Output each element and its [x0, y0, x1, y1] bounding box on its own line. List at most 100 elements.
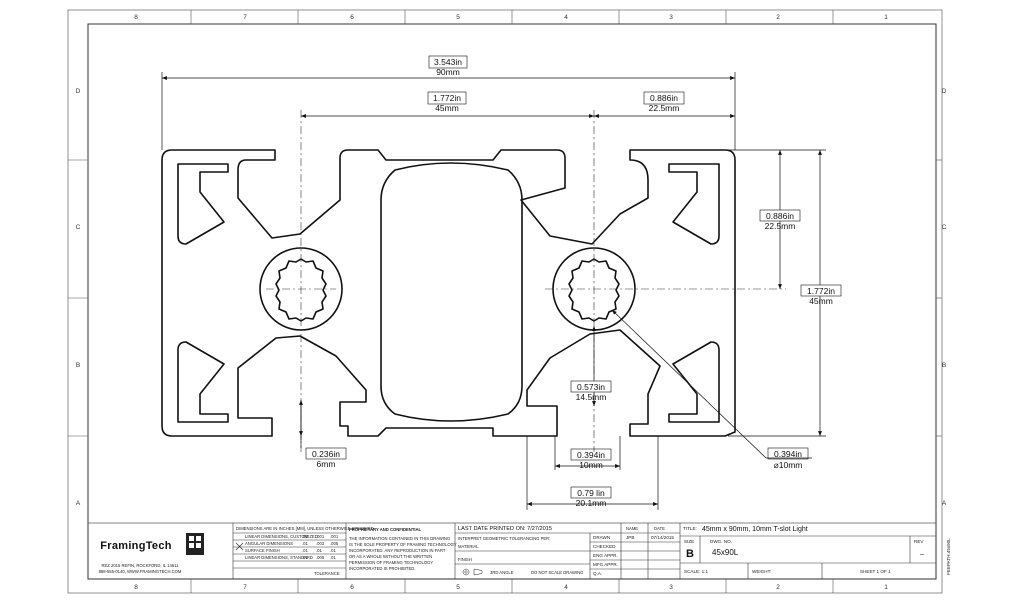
dim-overall-width-mm: 90mm — [436, 67, 460, 77]
tolerance-value: .005 — [330, 541, 339, 546]
zone-col-label: 1 — [884, 584, 888, 591]
tolerance-table: DIMENSIONS ARE IN INCHES [MM], UNLESS OT… — [235, 526, 374, 576]
dimension-lines — [161, 72, 826, 510]
zone-col-label: 5 — [456, 14, 460, 21]
finish-label: FINISH — [458, 557, 472, 562]
tolerance-value: .01 — [302, 548, 308, 553]
zone-col-label: 2 — [776, 584, 780, 591]
drawn-name: JPB — [626, 535, 634, 540]
drawn-date: 07/14/2015 — [651, 535, 674, 540]
dim-half-width-in: 0.886in — [650, 93, 678, 103]
proprietary-line: IS THE SOLE PROPERTY OF FRAMING TECHNOLO… — [349, 542, 457, 547]
zone-col-label: 3 — [669, 14, 673, 21]
side-file-label: FEEPATH.45x90L — [946, 538, 951, 575]
tolerance-value: .01 — [302, 534, 308, 539]
name-column-label: NAME — [626, 526, 638, 531]
zone-col-label: 4 — [564, 14, 568, 21]
proprietary-line: PERMISSION OF FRAMING TECHNOLOGY — [349, 560, 433, 565]
zone-col-label: 8 — [134, 584, 138, 591]
zone-row-label: B — [942, 362, 946, 369]
zone-row-label: D — [942, 88, 947, 95]
company-logo: FramingTech REZ 2015 REFIN, ROCKFORD, IL… — [99, 533, 204, 574]
dim-slot-depth-in: 0.573in — [577, 382, 605, 392]
zone-row-label: B — [76, 362, 80, 369]
title-label: TITLE: — [683, 526, 697, 531]
interpret-note: INTERPRET GEOMETRIC TOLERANCING PER: — [458, 536, 550, 541]
dim-slot-width-mm: 20.1mm — [576, 498, 607, 508]
profile-outer-contour — [161, 149, 736, 437]
zone-row-label: A — [942, 500, 947, 507]
eng-approval-label: ENG APPR. — [593, 553, 618, 558]
revision: – — [920, 551, 924, 558]
tolerance-row-label: LINEAR DIMENSIONS, CUSTOMIZED — [245, 534, 318, 539]
zone-col-label: 3 — [669, 584, 673, 591]
proprietary-line: THE INFORMATION CONTAINED IN THIS DRAWIN… — [349, 536, 450, 541]
zone-labels: 8 7 6 5 4 3 2 1 8 7 6 5 4 3 2 1 D C B A … — [76, 14, 947, 591]
tolerance-value: .005 — [316, 555, 325, 560]
corner-slot-bottom-left — [177, 341, 229, 423]
zone-row-label: C — [76, 224, 81, 231]
zone-row-label: D — [76, 88, 81, 95]
size-label: SIZE — [684, 539, 694, 544]
qa-label: Q.A. — [593, 571, 602, 576]
corner-slot-top-left — [177, 163, 229, 245]
outer-frame — [67, 9, 943, 594]
dim-center-spacing-in: 1.772in — [433, 93, 461, 103]
cross-mark-icon — [235, 542, 244, 551]
tolerance-note: TOLERANCE — [314, 571, 340, 576]
zone-col-label: 2 — [776, 14, 780, 21]
dim-slot-opening-in: 0.394in — [577, 450, 605, 460]
corner-slot-bottom-right — [668, 341, 720, 423]
tolerance-value: .01 — [302, 541, 308, 546]
proprietary-notice: PROPRIETARY AND CONFIDENTIAL THE INFORMA… — [349, 527, 457, 571]
zone-ticks — [68, 10, 942, 593]
projection-symbol-icon — [462, 568, 470, 576]
drawn-label: DRAWN — [593, 535, 610, 540]
proprietary-line: OR AS A WHOLE WITHOUT THE WRITTEN — [349, 554, 432, 559]
center-hollow — [380, 162, 523, 422]
mfg-approval-label: MFG APPR. — [593, 562, 618, 567]
tolerance-row-label: LINEAR DIMENSIONS, STANDARD — [245, 555, 313, 560]
dim-lip-thickness-mm: 6mm — [317, 459, 336, 469]
dim-slot-opening-mm: 10mm — [579, 460, 603, 470]
tolerance-value: .01 — [330, 548, 336, 553]
no-scale-note: DO NOT SCALE DRAWING — [531, 570, 583, 575]
sheet-size: B — [686, 548, 694, 560]
tolerance-value: .01 — [330, 555, 336, 560]
proprietary-title: PROPRIETARY AND CONFIDENTIAL — [349, 527, 422, 532]
dim-lip-thickness-in: 0.236in — [312, 449, 340, 459]
company-address: REZ 2015 REFIN, ROCKFORD, IL 14611 — [101, 563, 179, 568]
rev-label: REV — [914, 539, 924, 544]
zone-row-label: A — [76, 500, 81, 507]
dim-half-height-mm: 22.5mm — [765, 221, 796, 231]
dim-half-height-in: 0.886in — [766, 211, 794, 221]
dim-bore-diameter-in: 0.394in — [774, 449, 802, 459]
tolerance-row-label: SURFACE FINISH — [245, 548, 280, 553]
dwg-no-label: DWG. NO. — [710, 539, 732, 544]
approvals-table: NAME DATE DRAWN JPB 07/14/2015 CHECKED E… — [593, 526, 674, 576]
proprietary-line: INCORPORATED IS PROHIBITED. — [349, 566, 415, 571]
dimension-labels: 3.543in 90mm 1.772in 45mm 0.886in 22.5mm… — [305, 55, 842, 508]
tolerance-value: .003 — [316, 541, 325, 546]
company-contact: 888-555-0140, WWW.FRAMINGTECH.COM — [99, 569, 182, 574]
zone-row-label: C — [942, 224, 947, 231]
zone-col-label: 4 — [564, 584, 568, 591]
checked-label: CHECKED — [593, 544, 616, 549]
date-column-label: DATE — [654, 526, 665, 531]
centerlines — [266, 110, 786, 452]
zone-col-label: 7 — [243, 14, 247, 21]
dim-overall-width-in: 3.543in — [434, 57, 462, 67]
zone-col-label: 5 — [456, 584, 460, 591]
tolerance-value: .001 — [330, 534, 339, 539]
zone-col-label: 7 — [243, 584, 247, 591]
last-printed: LAST DATE PRINTED ON: 7/27/2015 — [458, 526, 552, 532]
drawing-title-area: TITLE: 45mm x 90mm, 10mm T-slot Light SI… — [683, 526, 924, 574]
corner-slot-top-right — [668, 163, 720, 245]
dim-center-spacing-mm: 45mm — [435, 103, 459, 113]
zone-col-label: 6 — [350, 14, 354, 21]
proprietary-line: INCORPORATED. ANY REPRODUCTION IN PART — [349, 548, 446, 553]
tolerance-header: DIMENSIONS ARE IN INCHES [MM], UNLESS OT… — [236, 526, 374, 531]
dim-slot-width-in: 0.79 lin — [577, 488, 605, 498]
drawing-title: 45mm x 90mm, 10mm T-slot Light — [702, 526, 808, 533]
